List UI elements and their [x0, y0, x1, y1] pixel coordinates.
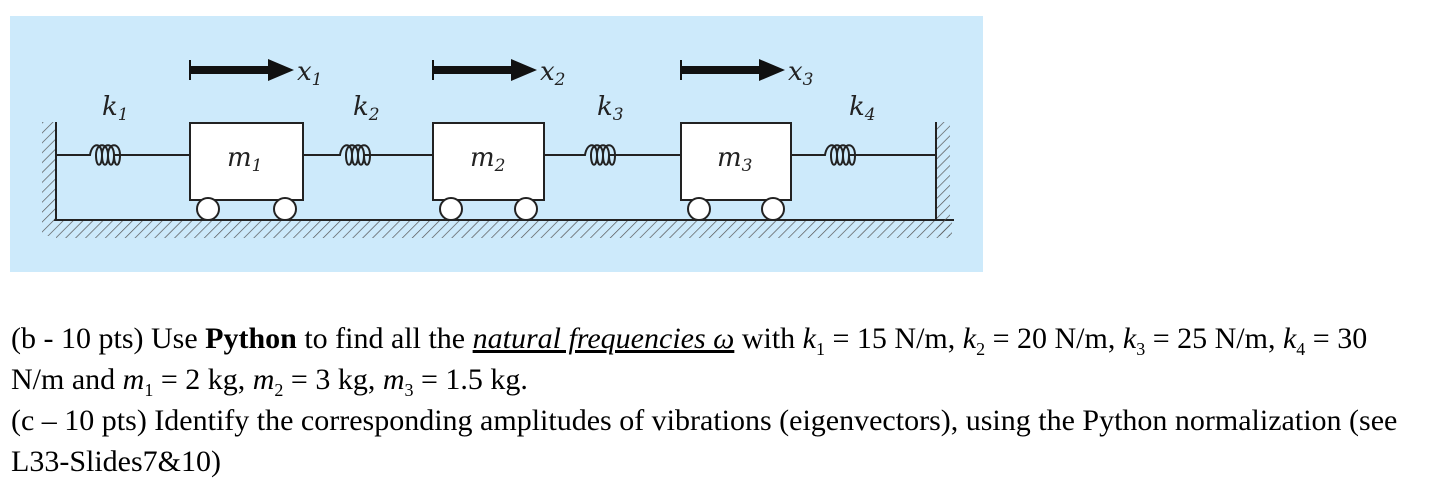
- spring-k1: [56, 144, 190, 166]
- right-wall: [935, 122, 950, 236]
- mass-3: [680, 122, 792, 221]
- label-x1: x1: [297, 57, 323, 90]
- spring-k2: [303, 144, 433, 166]
- label-x2: x2: [540, 57, 566, 90]
- label-k3: k3: [597, 92, 624, 125]
- python-bold: Python: [205, 322, 297, 355]
- left-wall: [42, 122, 57, 236]
- label-m1: m1: [227, 143, 262, 176]
- arrow-x1: [189, 59, 294, 81]
- problem-statement: (b - 10 pts) Use Python to find all the …: [11, 318, 1421, 482]
- mass-spring-diagram: x1 x2 x3 k1 k2 k3 k4 m1 m2 m3: [10, 16, 983, 272]
- part-c: (c – 10 pts) Identify the corresponding …: [11, 404, 1398, 478]
- natural-frequencies-term: natural frequencies ω: [472, 322, 735, 355]
- spring-k3: [544, 144, 681, 166]
- arrow-x2: [432, 59, 537, 81]
- label-k4: k4: [849, 92, 876, 125]
- label-x3: x3: [788, 57, 814, 90]
- arrow-x3: [680, 59, 785, 81]
- part-b: (b - 10 pts) Use Python to find all the …: [11, 322, 1368, 400]
- label-m2: m2: [470, 143, 505, 176]
- mass-2: [432, 122, 545, 221]
- label-m3: m3: [717, 143, 752, 176]
- ground: [54, 219, 954, 238]
- label-k2: k2: [353, 92, 380, 125]
- mass-1: [189, 122, 304, 221]
- label-k1: k1: [102, 92, 129, 125]
- spring-k4: [791, 144, 936, 166]
